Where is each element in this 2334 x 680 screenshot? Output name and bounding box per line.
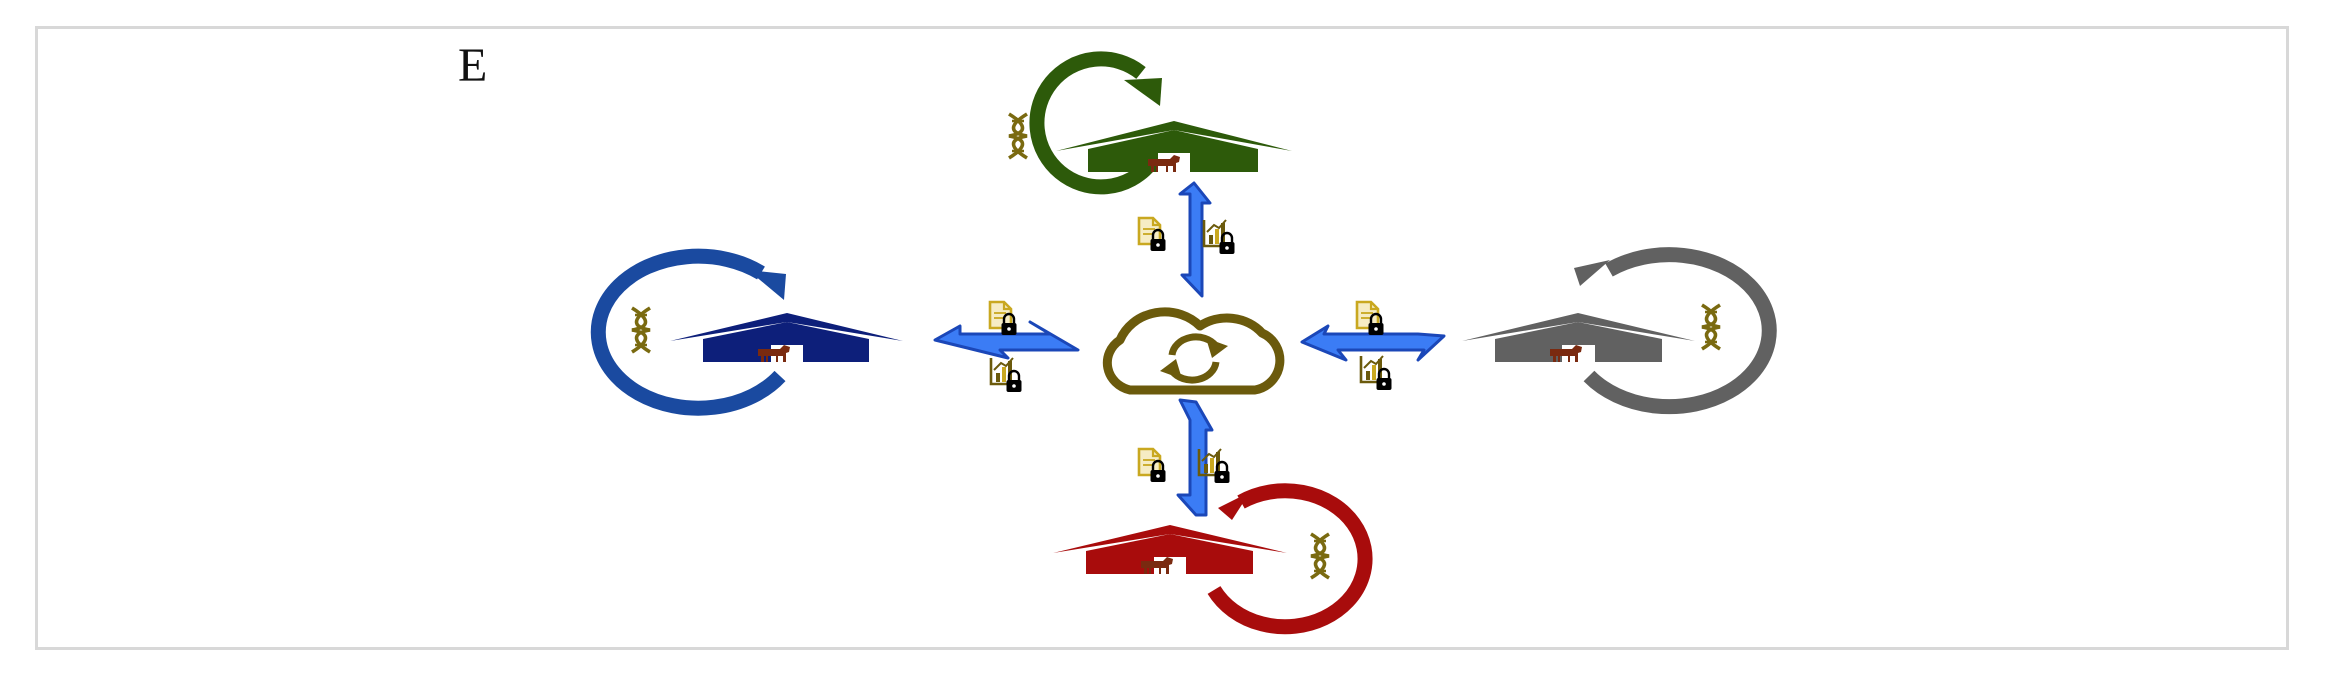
locked-chart-icon — [1361, 356, 1392, 390]
exchange-arrow-bottom — [1176, 398, 1214, 517]
cycle-arrow-icon — [590, 248, 786, 416]
locked-document-icon — [990, 302, 1017, 335]
farm-left-blue — [590, 248, 903, 416]
farm-top-green — [1007, 51, 1292, 195]
cycle-arrow-icon — [1207, 483, 1373, 635]
locked-chart-icon — [1204, 220, 1235, 254]
locked-document-icon — [1139, 449, 1166, 482]
cycle-arrowhead-icon — [748, 270, 786, 300]
exchange-arrow-right — [1300, 324, 1446, 362]
farm-right-gray — [1462, 247, 1777, 415]
exchange-arrow-left — [933, 320, 1080, 360]
locked-chart-icon — [991, 358, 1022, 392]
dna-icon — [1309, 532, 1331, 580]
cycle-arrowhead-icon — [1218, 492, 1250, 520]
farm-bottom-red — [1053, 483, 1373, 635]
cycle-arrow-icon — [1583, 247, 1777, 415]
barn-icon — [1462, 313, 1695, 362]
locked-document-icon — [1357, 302, 1384, 335]
panel-label: E — [458, 39, 488, 92]
barn-icon — [670, 313, 903, 362]
locked-document-icon — [1139, 218, 1166, 251]
cycle-arrowhead-icon — [1574, 260, 1610, 286]
cycle-arrow-icon — [1029, 51, 1156, 195]
cycle-arrowhead-icon — [1124, 78, 1162, 106]
dna-icon — [1700, 303, 1722, 351]
barn-icon — [1053, 525, 1287, 574]
exchange-arrow-top — [1178, 181, 1212, 298]
barn-icon — [1056, 121, 1292, 172]
dna-icon — [1007, 112, 1029, 160]
cloud-sync-icon — [1102, 307, 1285, 395]
dna-icon — [630, 306, 652, 354]
